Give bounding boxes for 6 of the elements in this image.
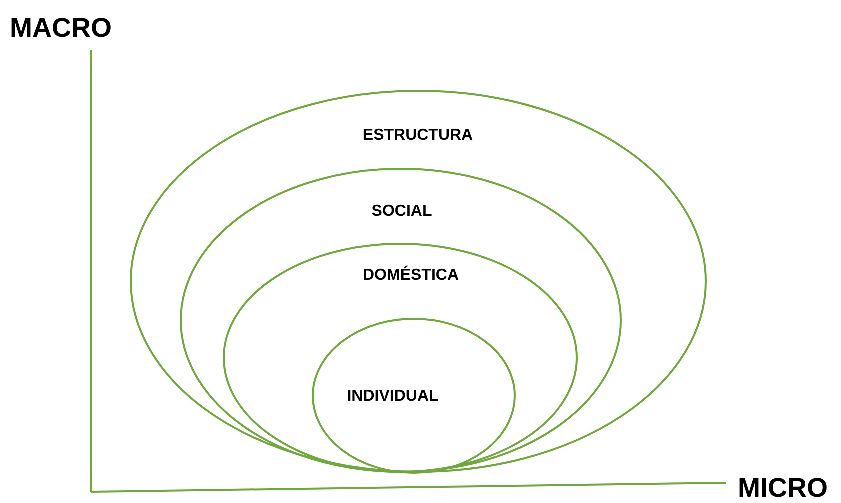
axis-label: MICRO: [738, 473, 828, 503]
level-label: INDIVIDUAL: [347, 388, 439, 406]
level-label: DOMÉSTICA: [363, 267, 459, 285]
axis-label: MACRO: [10, 13, 112, 44]
level-label: ESTRUCTURA: [362, 127, 474, 145]
level-label: SOCIAL: [372, 203, 432, 221]
